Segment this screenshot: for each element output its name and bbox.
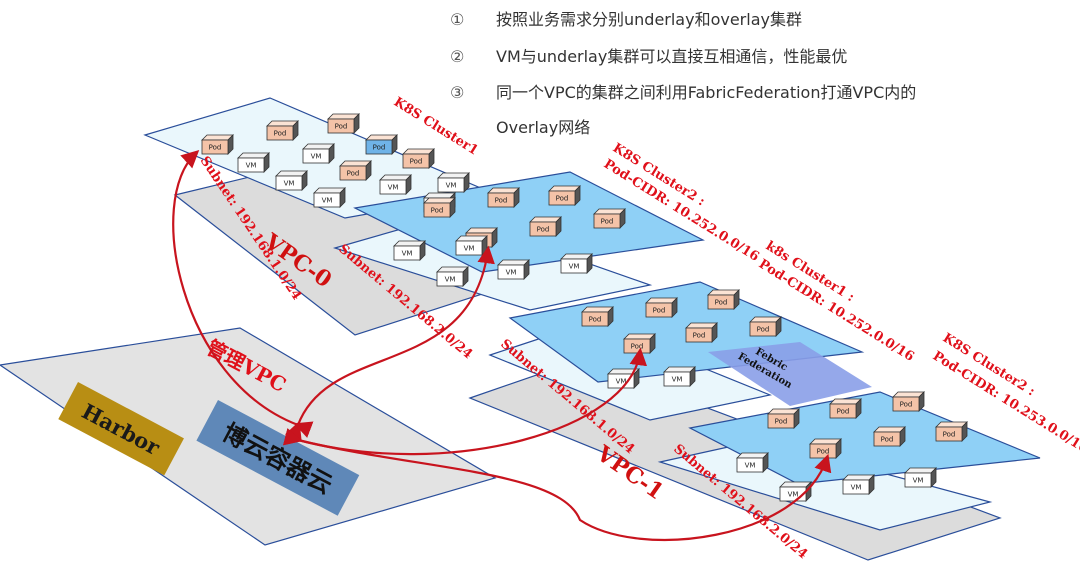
vm-label: VM bbox=[284, 180, 295, 188]
pod-label: Pod bbox=[335, 123, 348, 131]
pod-box: Pod bbox=[593, 208, 626, 229]
arrow-mgmt-to-vpc0-cluster1 bbox=[172, 150, 314, 438]
note-3-text: 同一个VPC的集群之间利用FabricFederation打通VPC内的 bbox=[496, 83, 917, 102]
pod-box: Pod bbox=[892, 391, 925, 412]
pod-label: Pod bbox=[943, 431, 956, 439]
note-1-number: ① bbox=[450, 10, 465, 29]
pod-box: Pod bbox=[829, 398, 862, 419]
pod-label: Pod bbox=[757, 326, 770, 334]
pod-label: Pod bbox=[410, 158, 423, 166]
vm-label: VM bbox=[851, 484, 862, 492]
vm-box: VM bbox=[437, 172, 470, 193]
vm-label: VM bbox=[446, 182, 457, 190]
vpc0-cluster1-title: K8S Cluster1 bbox=[391, 95, 481, 159]
note-2: ② VM与underlay集群可以直接互相通信，性能最优 bbox=[450, 43, 847, 67]
pod-box: Pod bbox=[767, 408, 800, 429]
vm-label: VM bbox=[745, 462, 756, 470]
pod-label: Pod bbox=[347, 170, 360, 178]
note-2-text: VM与underlay集群可以直接互相通信，性能最优 bbox=[496, 47, 848, 66]
pod-box: Pod bbox=[809, 438, 842, 459]
pod-label: Pod bbox=[715, 299, 728, 307]
pod-label: Pod bbox=[631, 343, 644, 351]
vm-box: VM bbox=[497, 259, 530, 280]
vm-box: VM bbox=[379, 174, 412, 195]
pod-label: Pod bbox=[601, 218, 614, 226]
vm-box: VM bbox=[275, 170, 308, 191]
pod-label: Pod bbox=[900, 401, 913, 409]
vm-label: VM bbox=[445, 276, 456, 284]
vm-label: VM bbox=[672, 376, 683, 384]
pod-box: Pod bbox=[707, 289, 740, 310]
pod-label: Pod bbox=[373, 144, 386, 152]
pod-box: Pod bbox=[423, 197, 456, 218]
vm-box: VM bbox=[237, 152, 270, 173]
vm-label: VM bbox=[569, 263, 580, 271]
note-2-number: ② bbox=[450, 47, 465, 66]
vm-label: VM bbox=[246, 162, 257, 170]
pod-box: Pod bbox=[685, 322, 718, 343]
pod-label: Pod bbox=[693, 332, 706, 340]
vm-box: VM bbox=[560, 253, 593, 274]
vm-box: VM bbox=[302, 143, 335, 164]
pod-box: Pod bbox=[201, 134, 234, 155]
vm-label: VM bbox=[311, 153, 322, 161]
vm-box: VM bbox=[313, 187, 346, 208]
pod-box: Pod bbox=[548, 185, 581, 206]
pod-label: Pod bbox=[209, 144, 222, 152]
vm-box: VM bbox=[455, 235, 488, 256]
vm-label: VM bbox=[788, 491, 799, 499]
pod-label: Pod bbox=[837, 408, 850, 416]
vm-label: VM bbox=[913, 477, 924, 485]
pod-box: Pod bbox=[339, 160, 372, 181]
vm-box: VM bbox=[842, 474, 875, 495]
pod-box: Pod bbox=[402, 148, 435, 169]
pod-label: Pod bbox=[431, 207, 444, 215]
vm-label: VM bbox=[402, 250, 413, 258]
vm-box: VM bbox=[663, 366, 696, 387]
harbor-box: Harbor bbox=[58, 382, 184, 476]
pod-label: Pod bbox=[775, 418, 788, 426]
pod-box: Pod bbox=[487, 187, 520, 208]
vm-label: VM bbox=[506, 269, 517, 277]
pod-box: Pod bbox=[529, 216, 562, 237]
pod-box: Pod bbox=[623, 333, 656, 354]
vm-box: VM bbox=[436, 266, 469, 287]
note-3: ③ 同一个VPC的集群之间利用FabricFederation打通VPC内的 bbox=[450, 79, 916, 103]
note-1: ① 按照业务需求分别underlay和overlay集群 bbox=[450, 6, 802, 30]
vm-box: VM bbox=[904, 467, 937, 488]
pod-box: Pod bbox=[645, 297, 678, 318]
pod-box: Pod bbox=[873, 426, 906, 447]
pod-box: Pod bbox=[749, 316, 782, 337]
pod-label: Pod bbox=[817, 448, 830, 456]
pod-label: Pod bbox=[537, 226, 550, 234]
vm-label: VM bbox=[322, 197, 333, 205]
fabric-federation-band bbox=[708, 342, 872, 406]
pod-box: Pod bbox=[266, 120, 299, 141]
pod-label: Pod bbox=[274, 130, 287, 138]
pod-box: Pod bbox=[581, 306, 614, 327]
note-3-continued: Overlay网络 bbox=[450, 114, 590, 138]
pod-label: Pod bbox=[881, 436, 894, 444]
vm-label: VM bbox=[388, 184, 399, 192]
pod-label: Pod bbox=[495, 197, 508, 205]
pod-box: Pod bbox=[327, 113, 360, 134]
note-3b-text: Overlay网络 bbox=[496, 118, 591, 137]
vm-box: VM bbox=[393, 240, 426, 261]
note-1-text: 按照业务需求分别underlay和overlay集群 bbox=[496, 10, 802, 29]
pod-label: Pod bbox=[556, 195, 569, 203]
note-3-number: ③ bbox=[450, 83, 465, 102]
vm-box: VM bbox=[736, 452, 769, 473]
pod-box: Pod bbox=[935, 421, 968, 442]
vm-label: VM bbox=[464, 245, 475, 253]
pod-box: Pod bbox=[365, 134, 398, 155]
pod-label: Pod bbox=[589, 316, 602, 324]
arrow-mgmt-to-vpc1-cluster2 bbox=[283, 428, 832, 542]
pod-label: Pod bbox=[653, 307, 666, 315]
